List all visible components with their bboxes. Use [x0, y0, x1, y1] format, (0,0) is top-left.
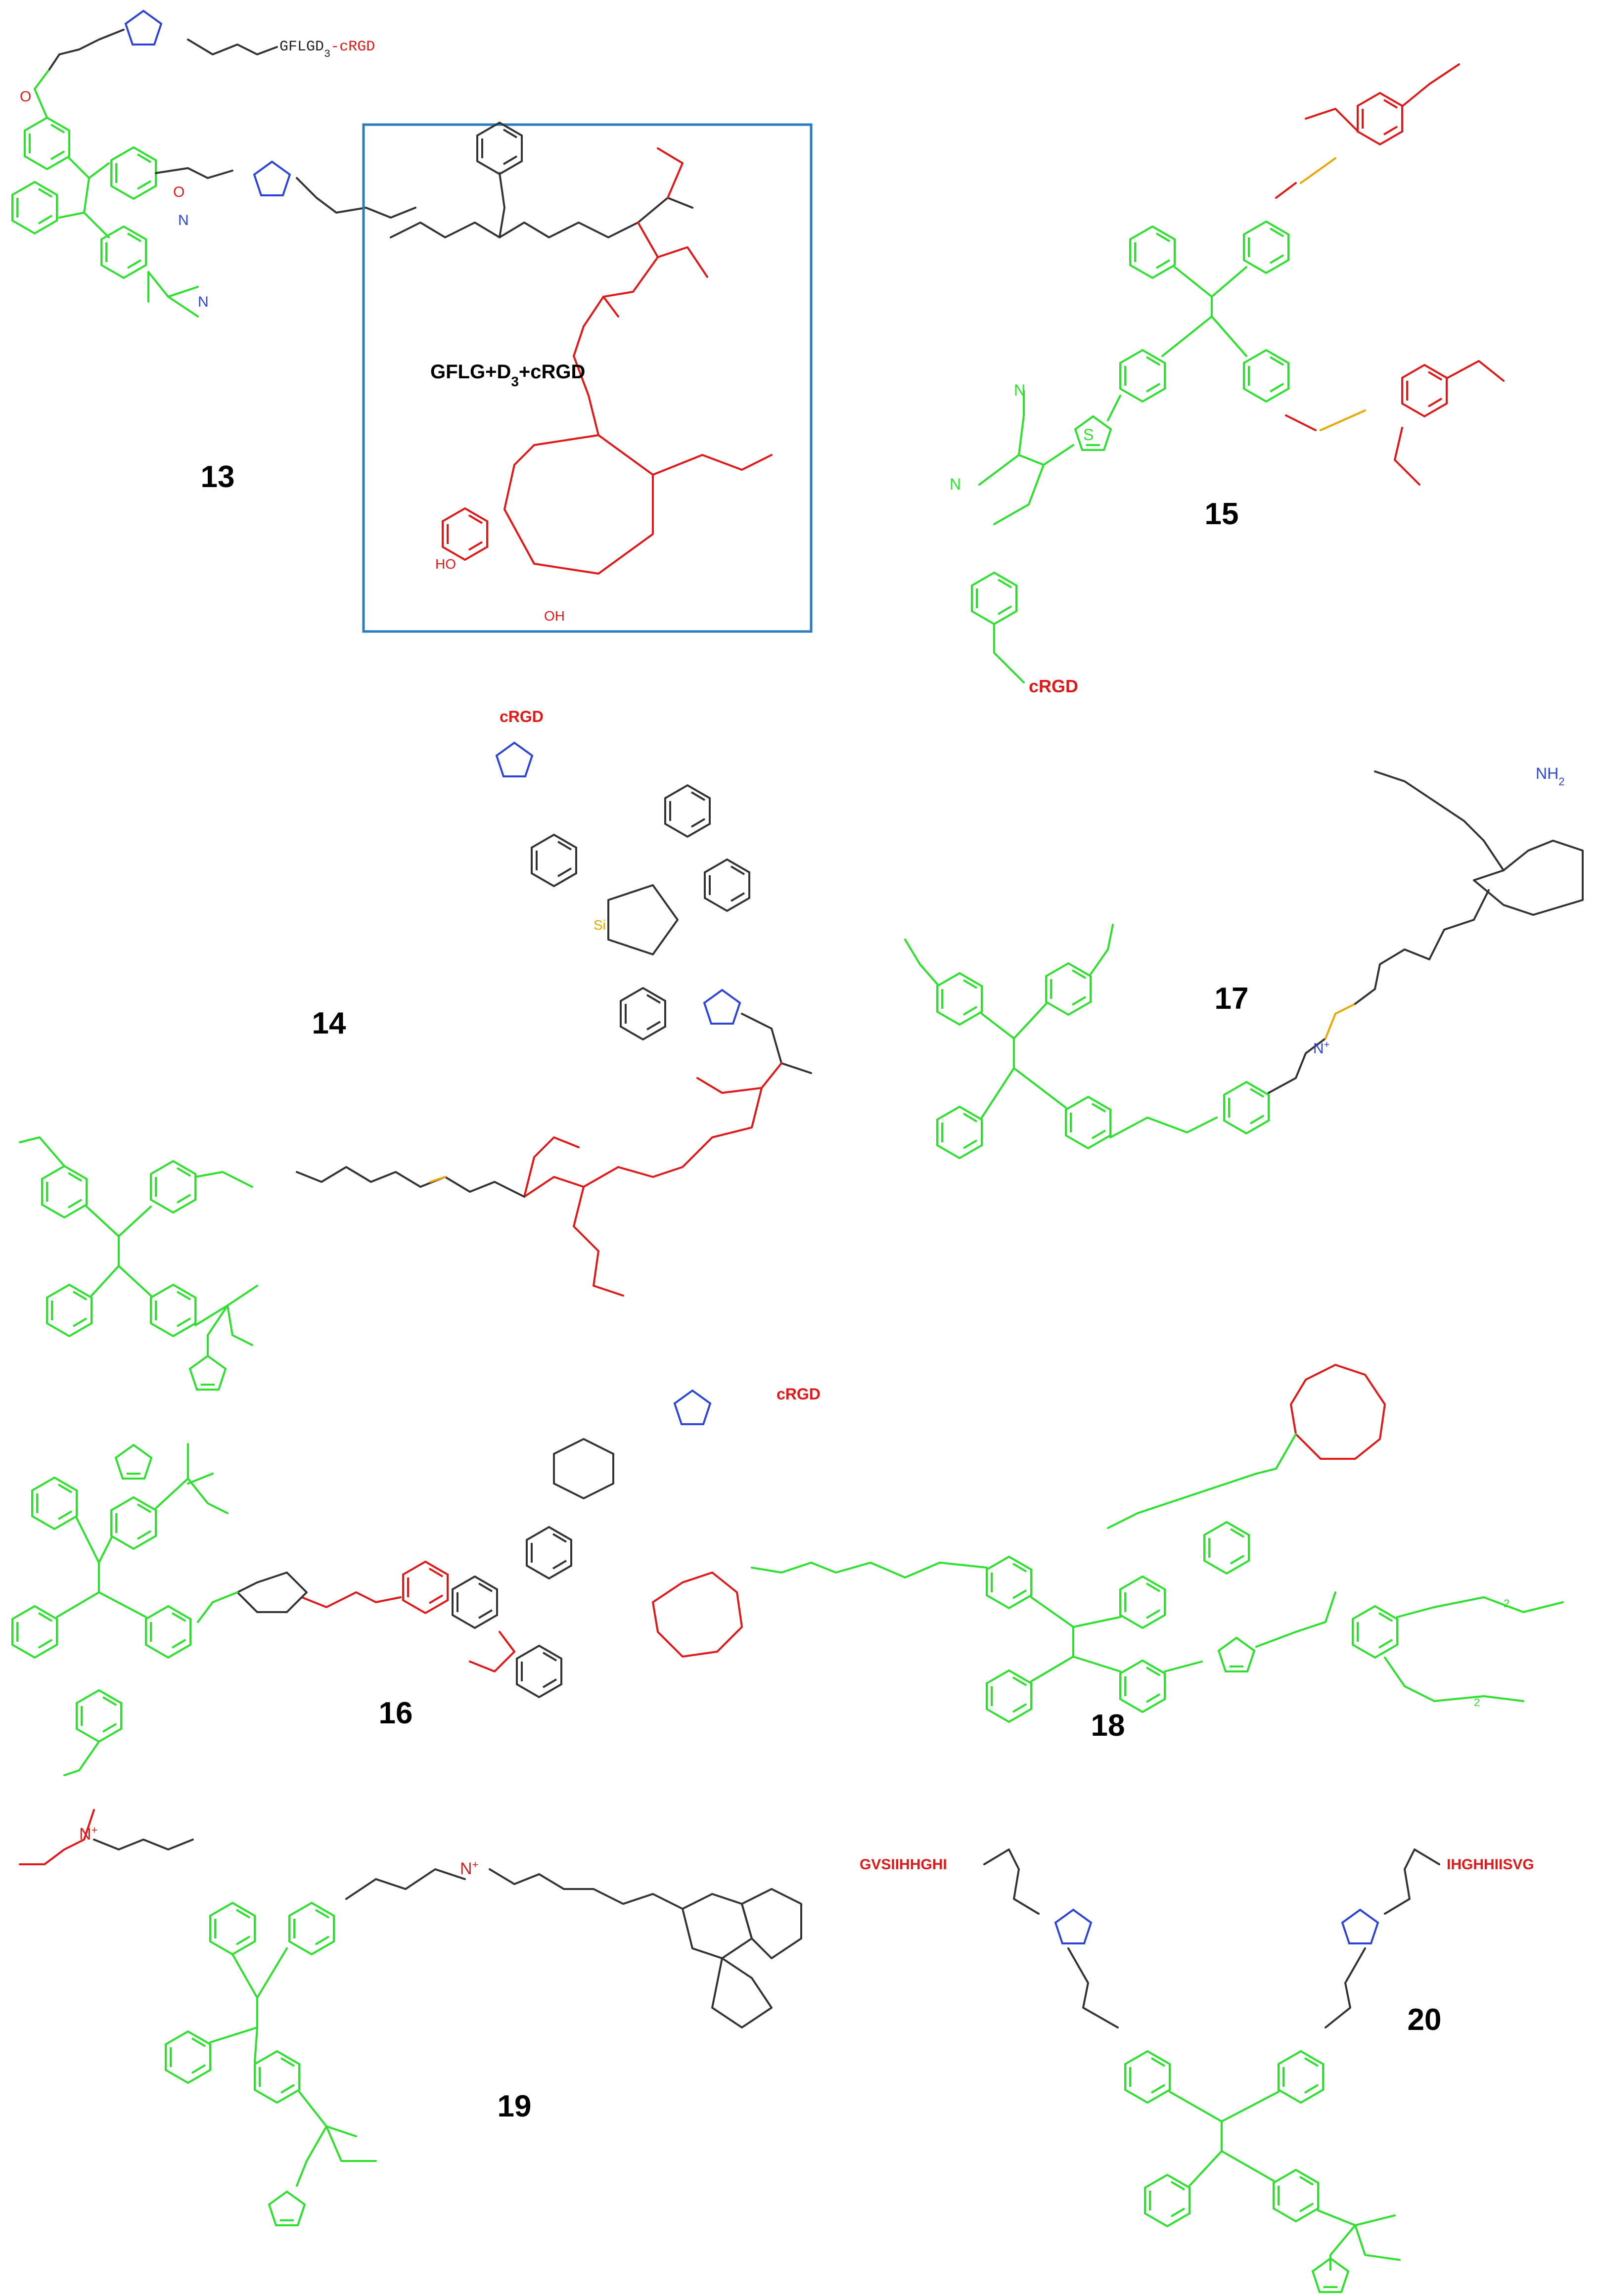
label-19-n2-charge: +: [472, 1858, 479, 1871]
compound-number-18: 18: [1091, 1709, 1125, 1743]
label-13-o2: O: [173, 184, 184, 200]
peptide-13-text: GFLGD3-cRGD: [279, 39, 375, 60]
compound-14: cRGD Si 14: [19, 708, 812, 1391]
label-13-cn1: N: [178, 212, 189, 228]
label-17-n-charge: +: [1324, 1039, 1330, 1050]
label-13-oh: OH: [544, 608, 565, 624]
label-19-n1: N+: [79, 1824, 97, 1844]
peptide-structure-13: [390, 122, 773, 575]
crgd-16: cRGD: [777, 1385, 821, 1403]
label-13-o: O: [20, 89, 31, 105]
label-19-n1-charge: +: [91, 1824, 98, 1836]
compound-number-17: 17: [1215, 982, 1249, 1016]
label-18-sub1: 2: [1504, 1597, 1509, 1610]
label-18-sub2: 2: [1474, 1696, 1480, 1709]
label-13-ho: HO: [435, 556, 456, 572]
label-19-n2: N+: [460, 1858, 478, 1879]
compound-18: 2 2 18: [652, 1364, 1564, 1743]
peptide-13-seq: GFLGD: [279, 39, 324, 55]
compound-number-20: 20: [1408, 2003, 1442, 2037]
compound-20: GVSIIHHGHI IHGHHIISVG 20: [860, 1848, 1534, 2293]
compound-number-13: 13: [201, 460, 235, 494]
crgd-15: cRGD: [1029, 676, 1078, 696]
box-label-13-b: +cRGD: [519, 361, 586, 383]
compound-13: O O N N GFLGD3-cRGD GFLG+D3+cRGD HO OH 1…: [11, 10, 813, 633]
peptide-20-right: IHGHHIISVG: [1447, 1856, 1534, 1873]
compound-number-14: 14: [312, 1006, 346, 1040]
label-17-nh-sub: 2: [1558, 775, 1564, 788]
compound-15: N N S cRGD 15: [950, 63, 1505, 696]
compound-16: cRGD 16: [11, 1385, 821, 1776]
box-label-13: GFLG+D3+cRGD: [430, 361, 585, 389]
crgd-14: cRGD: [500, 708, 544, 725]
compound-number-15: 15: [1205, 497, 1239, 531]
box-label-13-sub: 3: [511, 374, 519, 389]
peptide-box-13: [362, 123, 813, 633]
label-15-n2: N: [950, 475, 961, 493]
box-label-13-a: GFLG+D: [430, 361, 511, 383]
label-13-cn2: N: [198, 294, 209, 310]
label-17-n: N+: [1313, 1039, 1329, 1057]
compound-number-16: 16: [379, 1696, 413, 1730]
label-19-n2-main: N: [460, 1859, 472, 1878]
label-19-n1-main: N: [79, 1825, 91, 1844]
label-14-si: Si: [594, 917, 606, 933]
label-15-s: S: [1083, 426, 1094, 444]
peptide-13-crgd: -cRGD: [330, 39, 375, 55]
peptide-13-sub: 3: [324, 48, 330, 60]
label-17-nh: NH: [1536, 765, 1558, 782]
aie-core-13: [11, 68, 199, 317]
label-17-n-main: N: [1313, 1040, 1324, 1057]
label-15-n1: N: [1014, 381, 1025, 399]
compound-17: N+ NH2 17: [904, 765, 1584, 1159]
label-17-nh2: NH2: [1536, 765, 1564, 788]
peptide-20-left: GVSIIHHGHI: [860, 1856, 947, 1873]
compound-number-19: 19: [498, 2089, 532, 2123]
compound-19: N+ N+ 19: [19, 1809, 802, 2226]
